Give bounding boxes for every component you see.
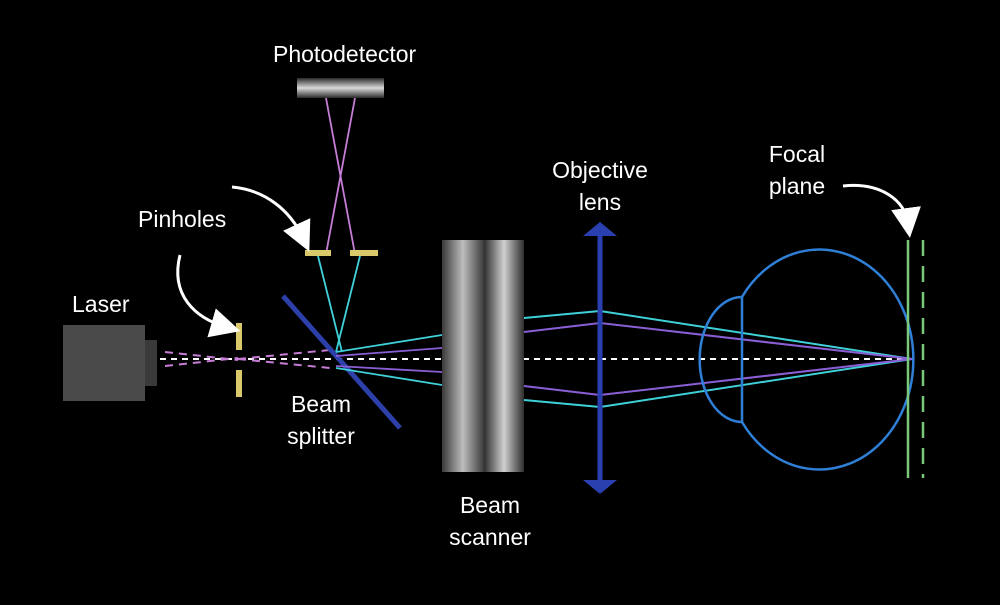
pointer-arrows <box>176 183 921 338</box>
focal-plane-label-line1: Focal <box>768 141 826 167</box>
pinholes-label: Pinholes <box>138 206 227 232</box>
photodetector-label: Photodetector <box>273 41 417 67</box>
objective-lens-label: Objective lens <box>535 154 665 218</box>
beam-splitter-label-line1: Beam <box>290 391 352 417</box>
focal-plane-label-line2: plane <box>768 173 826 199</box>
objective-lens <box>583 222 617 494</box>
objective-lens-label-line2: lens <box>578 189 622 215</box>
beam-scanner-label-line1: Beam <box>459 492 521 518</box>
pinhole-top <box>305 250 378 256</box>
pinholes-top-arrow <box>231 185 311 252</box>
beam-scanner-label-line2: scanner <box>449 524 531 550</box>
laser-beam <box>164 349 331 369</box>
pinholes-arrow <box>176 254 241 338</box>
beam-splitter-label-line2: splitter <box>287 423 355 449</box>
splitter-to-pinhole-beams <box>317 255 361 353</box>
eye <box>698 248 915 471</box>
focal-plane <box>906 240 925 478</box>
beam-splitter-label: Beam splitter <box>282 388 360 452</box>
laser-box <box>63 325 157 401</box>
beams-to-focus <box>523 310 913 408</box>
detector-beams <box>325 97 356 255</box>
focal-plane-label: Focal plane <box>752 138 842 202</box>
objective-lens-label-line1: Objective <box>552 157 648 183</box>
beam-scanner-label: Beam scanner <box>440 489 540 553</box>
beam-scanner <box>442 240 524 472</box>
beam-splitter <box>281 294 402 430</box>
focal-plane-arrow <box>842 183 921 238</box>
beams-to-scanner <box>335 334 443 386</box>
photodetector <box>297 78 384 98</box>
laser-label: Laser <box>72 291 130 317</box>
